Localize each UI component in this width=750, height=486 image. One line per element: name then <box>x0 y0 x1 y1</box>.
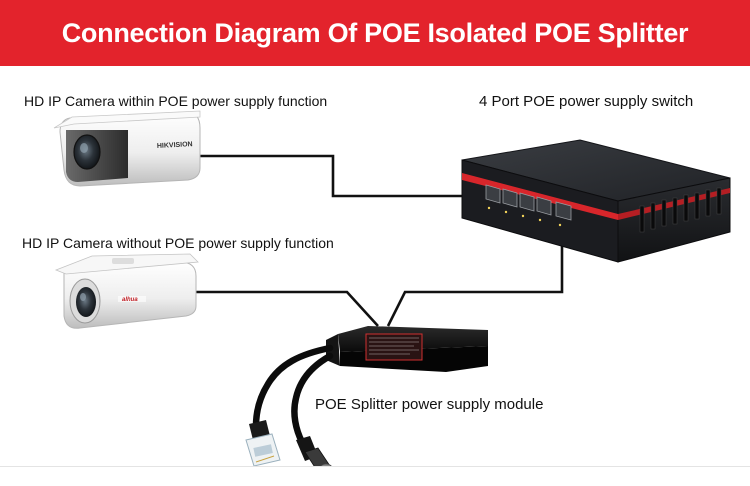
poe-switch <box>461 139 731 263</box>
label-splitter: POE Splitter power supply module <box>315 396 544 413</box>
poe-splitter <box>326 326 488 372</box>
bottom-margin <box>0 466 750 486</box>
diagram-title: Connection Diagram Of POE Isolated POE S… <box>61 17 689 48</box>
rj45-plug <box>245 420 281 467</box>
switch-port-leds <box>487 206 562 227</box>
switch-ports <box>485 184 572 221</box>
camera-poe-brand: HIKVISION <box>157 141 193 150</box>
cable-switch-to-splitter <box>386 230 564 327</box>
camera-poe: HIKVISION <box>53 110 201 187</box>
label-camera-poe: HD IP Camera within POE power supply fun… <box>24 93 328 109</box>
title-banner: Connection Diagram Of POE Isolated POE S… <box>0 0 750 66</box>
camera-no-poe-brand: alhua <box>122 297 138 303</box>
switch-vent-slots <box>639 187 722 233</box>
cable-camera1-to-switch <box>200 154 470 198</box>
splitter-output-cables <box>252 344 334 446</box>
cable-camera2-to-splitter <box>195 290 379 327</box>
connection-diagram: HIKVISION alhua <box>53 110 731 473</box>
camera-no-poe: alhua <box>54 253 199 329</box>
label-camera-no-poe: HD IP Camera without POE power supply fu… <box>22 235 334 251</box>
label-switch: 4 Port POE power supply switch <box>479 93 694 110</box>
